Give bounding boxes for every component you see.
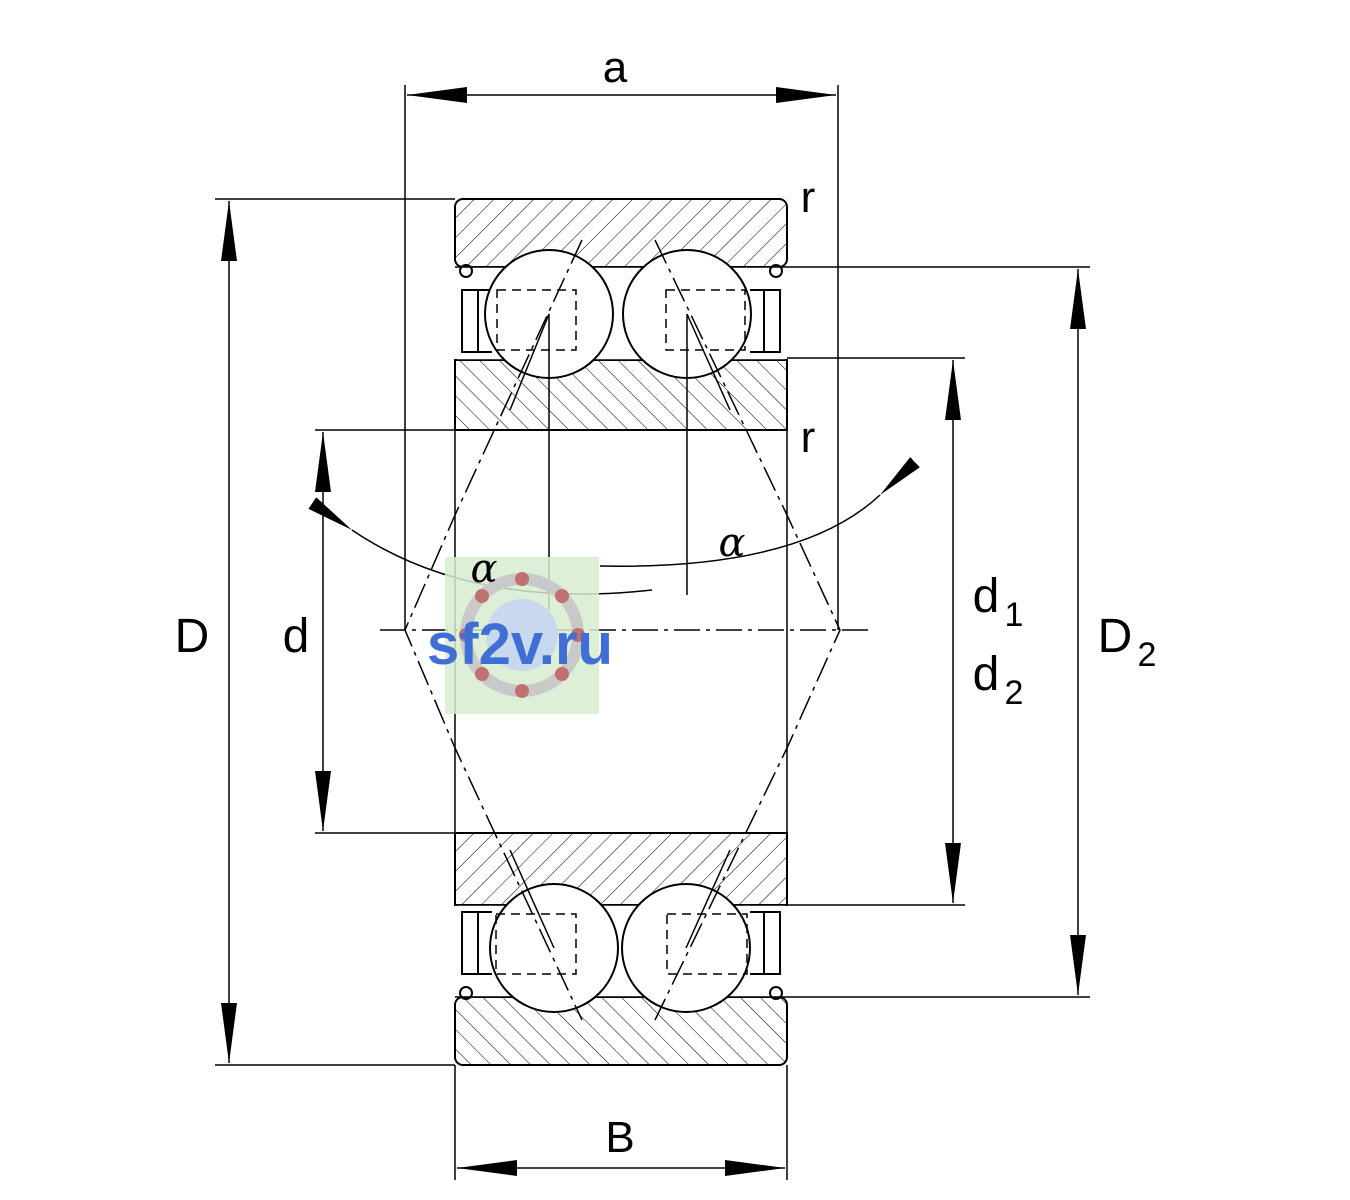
pressure-lines: [509, 313, 731, 949]
seal-left-top: [459, 264, 492, 353]
svg-text:d: d: [973, 570, 1000, 623]
lower-section: [454, 832, 788, 1066]
watermark-balls: [459, 572, 585, 698]
inner-ring-bottom: [454, 832, 788, 906]
upper-section: [454, 198, 788, 431]
svg-text:d: d: [973, 648, 1000, 701]
label-d1: d 1: [973, 570, 1024, 634]
label-a: a: [603, 43, 628, 92]
outer-ring-top: [454, 198, 788, 268]
seal-left-bottom: [459, 911, 492, 1000]
svg-text:2: 2: [1005, 674, 1024, 712]
watermark: sf2v.ru: [427, 557, 613, 714]
inner-ring-top: [454, 359, 788, 431]
svg-text:1: 1: [1005, 596, 1024, 634]
label-B: B: [605, 1113, 634, 1162]
label-alpha-right: α: [718, 520, 745, 566]
label-D: D: [175, 610, 210, 663]
label-alpha-left: α: [470, 546, 497, 592]
label-r-mid: r: [801, 413, 816, 462]
label-D2: D 2: [1098, 610, 1157, 674]
dimension-lines: [221, 87, 1086, 1176]
watermark-text: sf2v.ru: [427, 612, 613, 677]
seal-right-top: [750, 264, 783, 353]
svg-text:2: 2: [1138, 636, 1157, 674]
label-r-top: r: [801, 173, 816, 222]
svg-text:D: D: [1098, 610, 1133, 663]
outer-ring-bottom: [454, 996, 788, 1066]
dimension-labels: a r r α α D d d 1 d 2 D 2 B: [175, 43, 1157, 1162]
seal-right-bottom: [750, 911, 783, 1000]
label-d2: d 2: [973, 648, 1024, 712]
label-d: d: [283, 610, 310, 663]
extension-lines: [215, 85, 1090, 1180]
